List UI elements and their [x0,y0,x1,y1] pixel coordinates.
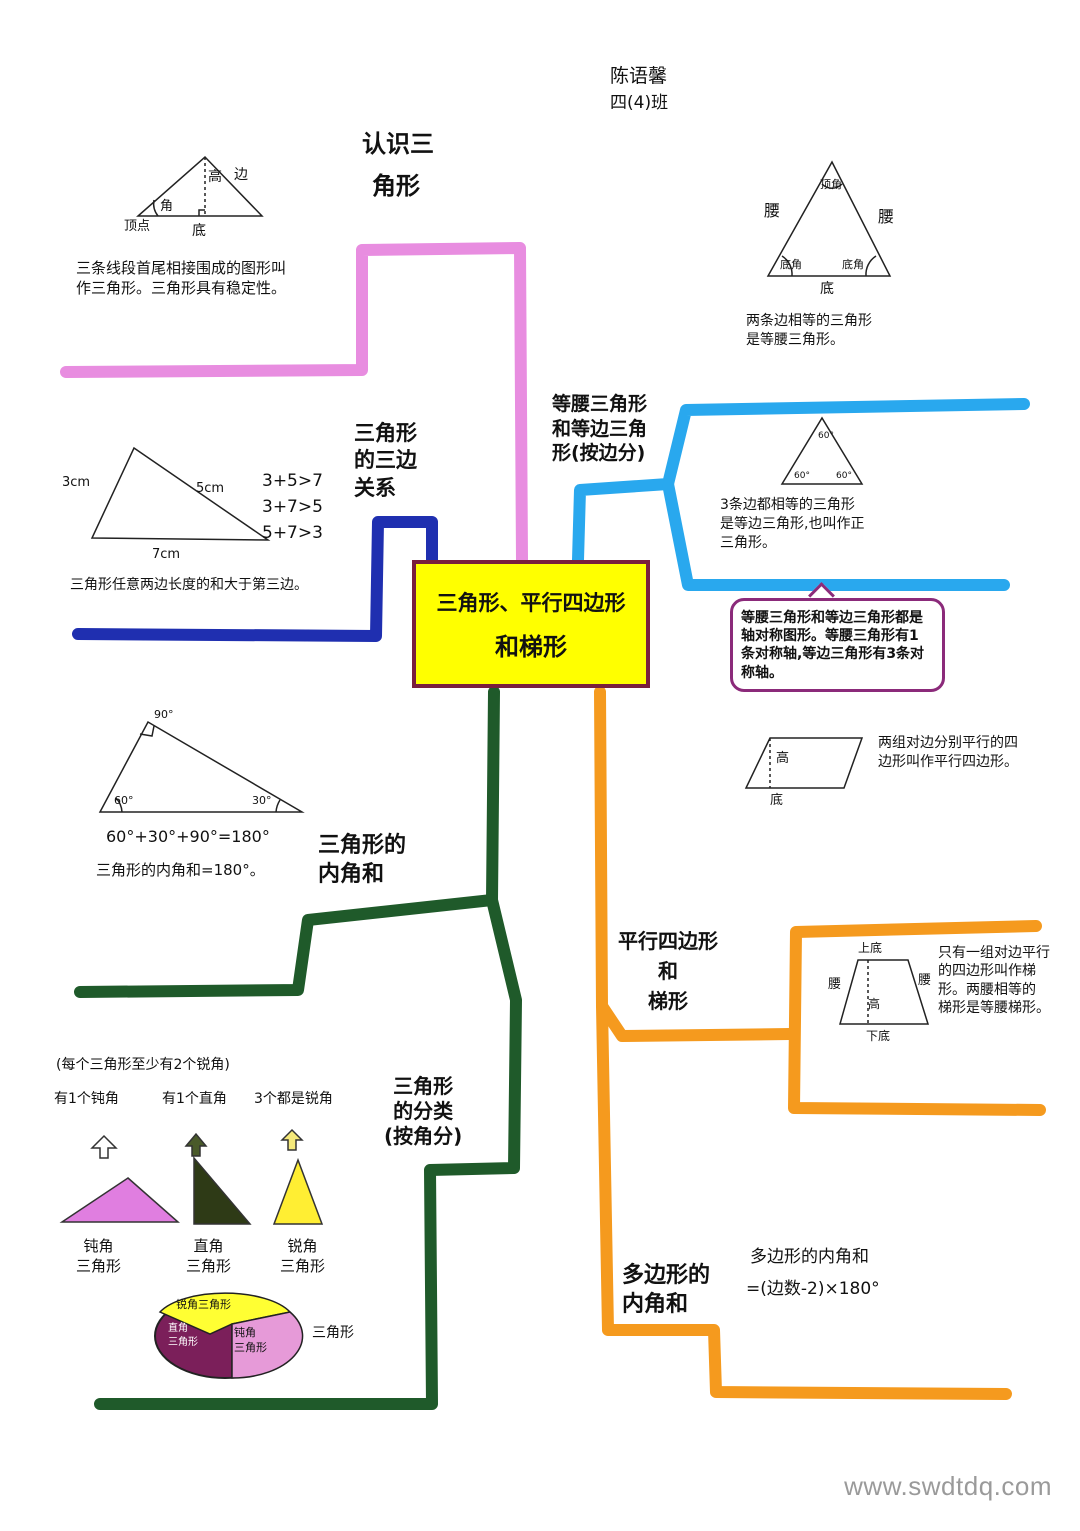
side-label-bottom: 7cm [152,547,181,562]
angle-60: 60° [114,794,134,807]
iso-base-angle-left: 底角 [780,258,802,271]
trap-bottom: 下底 [866,1029,891,1043]
angle-equation: 60°+30°+90°=180° [106,827,270,846]
venn-right: 直角 三角形 [168,1323,198,1348]
isosceles-triangle [766,160,892,277]
angle-30: 30° [252,794,272,807]
equilateral-definition: 3条边都相等的三角形 是等边三角形,也叫作正 三角形。 [720,497,865,551]
central-topic-line2: 和梯形 [495,632,567,661]
author-class: 四(4)班 [610,93,669,113]
branch-polygon [596,1000,1012,1400]
label-angle: 角 [160,199,174,214]
right-triangle [98,720,305,813]
para-base: 底 [770,793,784,808]
trap-leg-right: 腰 [918,973,932,988]
label-side: 边 [234,167,248,183]
trap-top: 上底 [858,941,883,955]
central-topic-line1: 三角形、平行四边形 [436,590,626,615]
type-right: 直角 三角形 [186,1237,232,1276]
branch-classify-angle [94,894,522,1410]
angle-90: 90° [154,708,174,721]
angle-sum-title: 三角形的 内角和 [318,833,407,887]
author-name: 陈语馨 [610,65,668,87]
branch-trapezoid-bracket [788,920,1046,1116]
trap-height: 高 [868,997,881,1011]
inequality-3: 5+7>3 [262,523,323,543]
label-height: 高 [208,169,222,185]
symmetry-callout: 等腰三角形和等边三角形都是 轴对称图形。等腰三角形有1 条对称轴,等边三角形有3… [730,598,945,692]
acute-triangle-figure [272,1128,324,1225]
iso-apex: 顶角 [820,178,842,191]
triangle-types-pie [154,1292,304,1379]
recognize-title-1: 认识三 [362,130,434,158]
sides-rule: 三角形任意两边长度的和大于第三边。 [70,577,308,593]
inequality-1: 3+5>7 [262,471,323,491]
watermark: www.swdtdq.com [844,1471,1052,1501]
equilateral-triangle [780,416,864,485]
type-obtuse: 钝角 三角形 [76,1237,122,1276]
para-trap-title: 平行四边形 和 梯形 [618,929,718,1013]
classify-side-title: 等腰三角形 和等边三角 形(按边分) [552,393,648,465]
branch-green-trunk [74,686,500,998]
trap-leg-left: 腰 [828,977,842,992]
polygon-title: 多边形的 内角和 [622,1263,711,1317]
inequality-2: 3+7>5 [262,497,323,517]
isosceles-definition: 两条边相等的三角形 是等腰三角形。 [746,313,872,348]
iso-leg-right: 腰 [878,207,895,226]
label-vertex: 顶点 [124,219,151,234]
venn-whole: 三角形 [312,1325,354,1341]
venn-obtuse: 钝角 三角形 [234,1326,267,1354]
iso-leg-left: 腰 [764,201,781,220]
branch-classify-side-lower [662,478,1010,591]
sides-triangle [90,446,271,541]
polygon-formula-2: =(边数-2)×180° [746,1279,880,1299]
case-acute: 3个都是锐角 [254,1091,333,1107]
side-label-right: 5cm [196,481,225,496]
label-base: 底 [192,223,206,239]
case-right: 有1个直角 [162,1091,227,1107]
side-label-left: 3cm [62,475,91,490]
right-triangle-figure [184,1132,252,1225]
iso-base: 底 [820,281,834,297]
triangle-diagram [136,155,264,217]
recognize-definition: 三条线段首尾相接围成的图形叫 作三角形。三角形具有稳定性。 [76,259,287,298]
sides-title: 三角形 的三边 关系 [354,421,417,500]
branch-recognize [60,242,528,566]
para-height: 高 [776,751,790,766]
parallelogram-shape [744,737,864,789]
type-acute: 锐角 三角形 [280,1237,326,1276]
trapezoid-definition: 只有一组对边平行 的四边形叫作梯 形。两腰相等的 梯形是等腰梯形。 [938,945,1050,1017]
iso-base-angle-right: 底角 [842,258,864,271]
central-topic: 三角形、平行四边形 和梯形 [412,560,650,688]
parallelogram-definition: 两组对边分别平行的四 边形叫作平行四边形。 [878,735,1018,770]
recognize-title-2: 角形 [372,172,420,200]
branch-orange-trunk [594,686,796,1042]
venn-acute: 锐角三角形 [176,1298,231,1311]
equi-angle-right: 60° [836,471,852,481]
angle-rule: 三角形的内角和=180°。 [96,861,265,879]
equi-angle-top: 60° [818,431,834,441]
equi-angle-left: 60° [794,471,810,481]
trapezoid-shape [839,959,930,1025]
polygon-formula-1: 多边形的内角和 [750,1247,869,1267]
branch-sides [72,516,438,642]
classify-angle-title: 三角形 的分类 (按角分) [384,1074,463,1148]
obtuse-triangle-figure [59,1134,180,1223]
classify-note: (每个三角形至少有2个锐角) [56,1057,230,1073]
case-obtuse: 有1个钝角 [54,1091,119,1107]
